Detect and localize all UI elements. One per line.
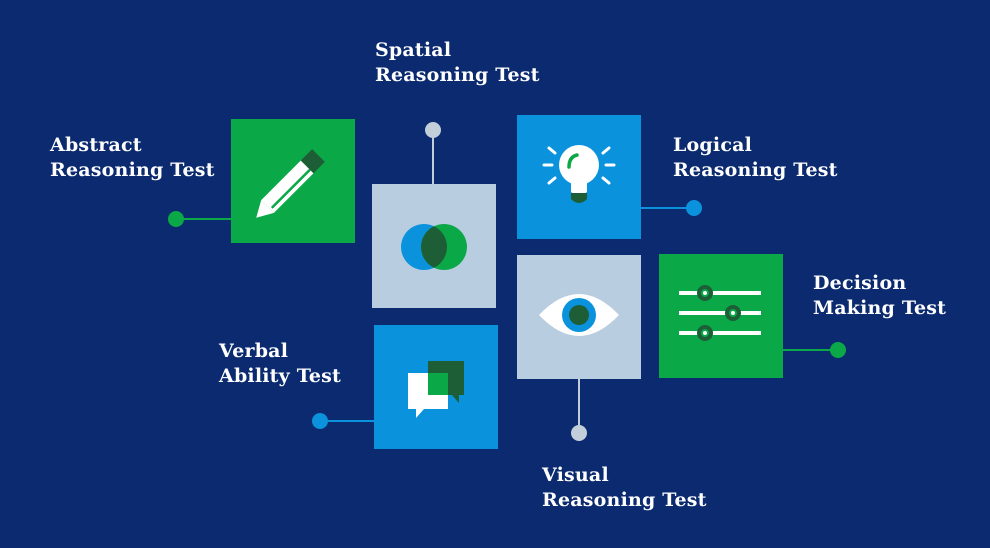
eye-icon — [517, 255, 641, 379]
abstract-label: Abstract Reasoning Test — [50, 134, 215, 181]
verbal-tile — [374, 325, 498, 449]
abstract-tile — [231, 119, 355, 243]
verbal-connector-dot — [312, 413, 328, 429]
pencil-icon — [231, 119, 355, 243]
spatial-tile — [372, 184, 496, 308]
verbal-label: Verbal Ability Test — [219, 340, 342, 387]
spatial-label: Spatial Reasoning Test — [375, 39, 540, 86]
decision-connector-dot — [830, 342, 846, 358]
visual-connector-dot — [571, 425, 587, 441]
logical-connector-dot — [686, 200, 702, 216]
speech-bubbles-icon — [374, 325, 498, 449]
abstract-connector-dot — [168, 211, 184, 227]
logical-tile — [517, 115, 641, 239]
visual-label: Visual Reasoning Test — [542, 464, 707, 511]
visual-tile — [517, 255, 641, 379]
decision-tile — [659, 254, 783, 378]
logical-label: Logical Reasoning Test — [673, 134, 838, 181]
venn-circles-icon — [372, 184, 496, 308]
decision-label: Decision Making Test — [813, 272, 947, 319]
sliders-icon — [659, 254, 783, 378]
spatial-connector-dot — [425, 122, 441, 138]
lightbulb-icon — [517, 115, 641, 239]
